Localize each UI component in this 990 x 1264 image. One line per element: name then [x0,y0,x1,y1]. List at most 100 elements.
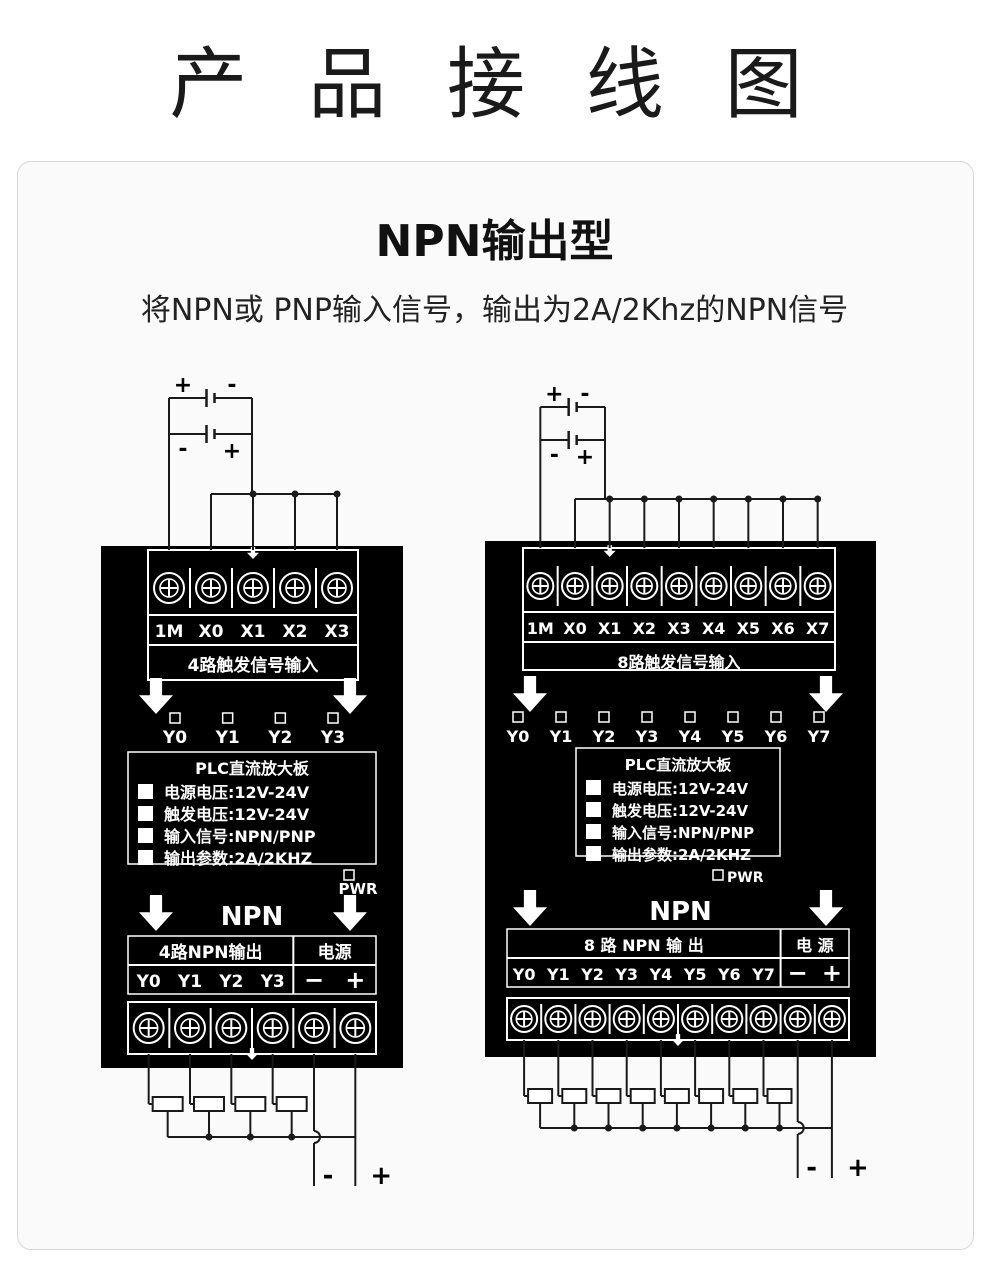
screw-icon [809,577,827,595]
junction-dot [605,1124,612,1132]
screw-icon [201,578,221,598]
screw-icon [635,577,653,595]
page-title: 产 品 接 线 图 [169,40,821,130]
junction-dot [246,1133,254,1141]
card-subtitle: 将NPN或 PNP输入信号，输出为2A/2Khz的NPN信号 [140,293,849,328]
screw-icon [180,1018,200,1038]
junction-dot [710,495,718,503]
junction-dot [741,1124,749,1132]
screw-icon [566,577,584,595]
screw-icon [652,1010,670,1028]
output-terminal-label: Y1 [177,972,202,992]
power-minus-label: − [788,959,808,987]
load-resistor [698,1088,725,1104]
load-resistor [151,1096,184,1112]
screw-icon [304,1018,324,1038]
info-line: 触发电压:12V-24V [612,802,748,820]
screw-icon [789,1010,807,1028]
input-terminal-label: X0 [199,622,224,642]
info-line: 输出参数:2A/2KHZ [164,849,312,868]
input-terminal-label: X2 [633,619,656,638]
info-title: PLC直流放大板 [195,759,310,778]
input-terminal-label: X1 [241,622,266,642]
junction-dot [814,495,822,503]
led-indicator [221,712,234,724]
led-indicator [555,711,567,723]
led-label: Y3 [635,727,659,746]
arrow-down-icon [247,547,259,559]
card-heading: NPN输出型 [375,216,614,267]
junction-dot [707,1124,715,1132]
led-indicator [169,712,181,724]
led-indicator [641,711,653,723]
supply-plus-sign: + [174,373,192,398]
input-terminal-label: X3 [325,622,350,642]
screw-icon [705,577,723,595]
supply-minus-sign: - [580,382,589,407]
junction-dot [205,1133,213,1141]
output-terminal-label: Y0 [512,965,536,984]
output-terminal-label: Y3 [260,972,285,992]
external-wiring: +--+-+ [523,382,869,1183]
screw-icon [243,578,263,598]
input-terminal-label: X7 [806,619,829,638]
pwr-label: PWR [727,870,764,886]
info-line: 输入信号:NPN/PNP [164,827,316,846]
junction-dot [333,490,341,498]
screw-icon [774,577,792,595]
input-terminal-label: 1M [527,619,554,638]
led-label: Y2 [592,727,616,746]
input-caption: 8路触发信号输入 [617,653,740,672]
checkbox-icon [586,824,601,839]
input-terminal-label: X5 [737,619,760,638]
checkbox-icon [586,846,601,861]
input-caption: 4路触发信号输入 [188,655,319,676]
load-resistor [766,1088,793,1104]
arrow-down-icon [809,890,843,926]
junction-dot [606,495,614,503]
led-label: Y0 [506,727,530,746]
arrow-down-icon [139,678,173,714]
info-line: 输出参数:2A/2KHZ [612,846,751,864]
led-label: Y5 [721,727,745,746]
input-terminal-label: X4 [702,619,725,638]
led-indicator [512,711,524,723]
led-label: Y1 [215,728,240,748]
led-label: Y0 [162,728,187,748]
info-line: 输入信号:NPN/PNP [612,824,754,842]
screw-icon [159,578,179,598]
screw-icon [754,1010,773,1028]
load-resistor [193,1096,225,1112]
wire-hop [797,1121,805,1135]
screw-icon [138,1018,159,1038]
screw-icon [262,1018,283,1038]
screw-icon [285,578,305,598]
led-indicator [274,712,287,724]
input-terminal-label: 1M [155,622,184,642]
arrow-down-icon [513,890,547,926]
load-resistor [663,1088,690,1104]
info-box [127,751,377,865]
led-label: Y6 [764,727,788,746]
screw-icon [327,578,347,598]
led-indicator [727,711,739,723]
pwr-led [712,869,724,881]
power-minus-label: − [304,966,324,994]
screw-icon [739,577,757,595]
supply-plus-sign: + [545,382,563,407]
load-resistor [561,1088,588,1104]
load-resistor [234,1096,267,1112]
checkbox-icon [586,802,601,817]
led-indicator [813,711,825,723]
arrow-down-icon [672,1034,684,1046]
junction-dot [776,1124,783,1132]
screw-icon [345,1018,366,1038]
external-wiring: +--+-+ [147,373,392,1191]
output-terminal-label: Y5 [683,965,707,984]
output-caption: 8 路 NPN 输 出 [584,936,704,955]
arrow-down-icon [809,676,843,712]
output-caption: 4路NPN输出 [159,942,263,963]
